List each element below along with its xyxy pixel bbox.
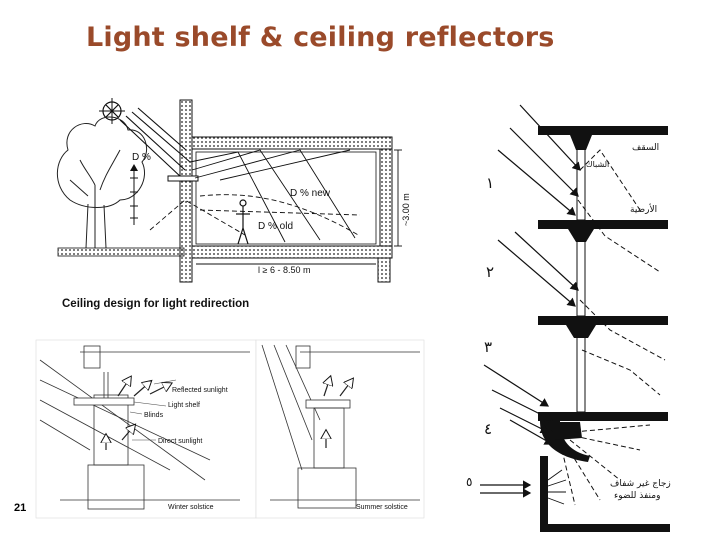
floor-label: الأرضية xyxy=(630,203,657,215)
slide-number: 21 xyxy=(14,502,27,514)
d-new-label: D % new xyxy=(290,188,331,199)
reflector-section-diagram xyxy=(480,104,670,532)
d-old-label: D % old xyxy=(258,221,293,232)
depth-dimension-label: l ≥ 6 - 8.50 m xyxy=(258,265,310,275)
glass-label-line2: ومنفذ للضوء xyxy=(614,491,660,501)
number-3-label: ٣ xyxy=(484,338,492,356)
number-1-label: ١ xyxy=(486,174,494,192)
direct-sunlight-label: Direct sunlight xyxy=(158,438,202,445)
figure-caption: Ceiling design for light redirection xyxy=(62,298,250,310)
tree-icon xyxy=(56,116,147,249)
blinds-label: Blinds xyxy=(144,412,164,419)
window-label: الشباك xyxy=(586,160,609,169)
person-icon xyxy=(236,199,250,245)
top-section-diagram xyxy=(56,98,402,283)
ceiling-label: السقف xyxy=(632,143,659,153)
reflected-sunlight-label: Reflected sunlight xyxy=(172,387,228,394)
glass-label-line1: زجاج غير شفاف xyxy=(610,479,671,489)
d-percent-label: D % xyxy=(132,152,151,163)
winter-solstice-diagram xyxy=(35,339,257,519)
number-5-label: ٥ xyxy=(466,475,472,489)
light-shelf-label: Light shelf xyxy=(168,402,200,409)
winter-solstice-label: Winter solstice xyxy=(168,504,214,511)
slide-title: Light shelf & ceiling reflectors xyxy=(86,22,555,53)
summer-solstice-diagram xyxy=(255,339,425,519)
height-dimension-label: ~3.00 m xyxy=(401,193,411,226)
number-4-label: ٤ xyxy=(484,420,492,438)
sun-icon xyxy=(99,98,125,124)
summer-solstice-label: Summer solstice xyxy=(356,504,408,511)
number-2-label: ٢ xyxy=(486,263,494,281)
